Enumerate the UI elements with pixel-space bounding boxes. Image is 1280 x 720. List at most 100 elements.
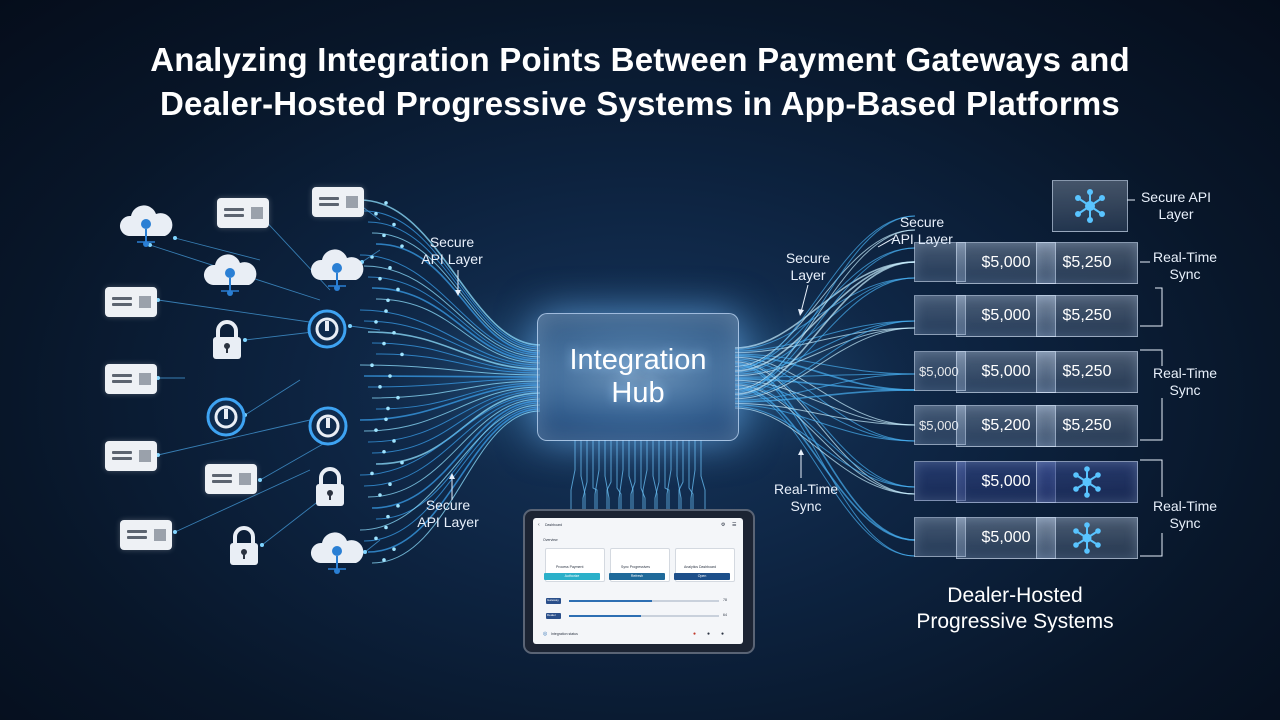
flow-line (734, 215, 916, 371)
card-title: Process Payment (556, 565, 584, 569)
secure-gateway-icon (308, 406, 348, 451)
flow-line (174, 469, 311, 533)
progress-value: 64 (723, 613, 727, 617)
flow-node-dot (392, 547, 396, 551)
menu-icon[interactable]: ☰ (732, 522, 737, 528)
progress-bar (569, 600, 719, 602)
network-node-icon (1073, 522, 1101, 554)
flow-line (375, 382, 541, 410)
padlock-icon (226, 524, 262, 573)
flow-line (734, 377, 916, 391)
progress-chip (546, 613, 561, 619)
sync-progressives-card[interactable]: Sync Progressives Refresh (609, 548, 670, 582)
authorize-button[interactable]: Authorize (544, 573, 600, 580)
connector-dot (173, 530, 177, 534)
flow-line (594, 440, 600, 509)
flow-line (700, 440, 706, 509)
credit-card-icon (217, 198, 269, 228)
flow-line (359, 394, 541, 476)
connector-dot (260, 543, 264, 547)
flow-node-dot (382, 233, 386, 238)
flow-node-dot (378, 276, 382, 281)
flow-line (359, 254, 541, 356)
flow-line (359, 404, 541, 531)
progressive-stub (914, 242, 966, 282)
process-payment-card[interactable]: Process Payment Authorize (544, 548, 605, 582)
progress-value: 78 (723, 598, 727, 602)
flow-line (606, 440, 612, 509)
progressive-node-box (1036, 517, 1138, 559)
progressive-value: $5,000 (956, 517, 1056, 559)
credit-card-icon (120, 520, 172, 550)
alert-icon[interactable]: ● (693, 631, 697, 637)
title-line-1: Analyzing Integration Points Between Pay… (150, 41, 1130, 78)
cloud-icon (117, 202, 175, 255)
open-button[interactable]: Open (674, 573, 730, 580)
progressive-row: $5,000 (914, 517, 1138, 559)
network-node-icon (1075, 189, 1105, 223)
notification-icon[interactable]: ● (707, 631, 711, 637)
flow-line (734, 215, 916, 394)
tablet-device: ‹ Dashboard ⚙ ☰ Overview Process Payment… (523, 509, 755, 654)
flow-line (259, 439, 331, 481)
flow-line (734, 320, 916, 398)
connector-dot (156, 376, 160, 380)
network-node-icon (1073, 466, 1101, 498)
flow-node-dot (386, 298, 390, 303)
secure-gateway-icon (206, 397, 246, 442)
progressive-value: $5,250 (1036, 295, 1138, 337)
flow-node-dot (384, 309, 388, 313)
flow-line (734, 277, 916, 351)
down-flow-lines (570, 440, 706, 509)
flow-node-dot (370, 471, 374, 476)
flow-line (244, 379, 301, 416)
flow-line (580, 440, 586, 509)
page-title: Analyzing Integration Points Between Pay… (0, 38, 1280, 126)
user-icon[interactable]: ◎ (543, 631, 548, 637)
back-arrow-icon[interactable]: ‹ (538, 522, 540, 528)
credit-card-icon (105, 364, 157, 394)
progress-chip (546, 598, 561, 604)
flow-line (363, 406, 541, 542)
hub-label-line-1: Integration (569, 344, 707, 376)
progressive-stub (914, 295, 966, 335)
flow-line (678, 440, 684, 509)
flow-line (734, 320, 916, 375)
flow-line (734, 373, 916, 401)
analytics-dashboard-card[interactable]: Analytics Dashboard Open (674, 548, 735, 582)
progressive-value: $5,000 (956, 351, 1056, 393)
flow-line (734, 277, 916, 374)
flow-line (174, 237, 261, 261)
flow-line (375, 402, 541, 520)
flow-line (371, 342, 541, 372)
flow-line (363, 210, 541, 348)
refresh-button[interactable]: Refresh (609, 573, 665, 580)
flow-line (734, 405, 916, 488)
progressive-stub (914, 517, 966, 557)
flow-line (654, 440, 660, 509)
flow-node-dot (378, 493, 382, 497)
flow-line (734, 356, 916, 426)
flow-line (371, 287, 541, 362)
flow-line (570, 440, 576, 509)
title-line-2: Dealer-Hosted Progressive Systems in App… (160, 85, 1120, 122)
flow-line (734, 229, 916, 367)
flow-line (734, 327, 916, 377)
progressive-value: $5,250 (1036, 351, 1138, 393)
flow-line (734, 261, 916, 372)
flow-line (371, 390, 541, 454)
profile-icon[interactable]: ● (721, 631, 725, 637)
cloud-icon (308, 529, 366, 582)
padlock-icon (209, 318, 245, 367)
flow-node-dot (384, 417, 388, 422)
flow-line (592, 440, 598, 509)
flow-line (734, 320, 916, 352)
credit-card-icon (105, 287, 157, 317)
flow-node-dot (400, 460, 404, 465)
flow-node-dot (382, 449, 386, 454)
flow-node-dot (388, 266, 392, 270)
settings-icon[interactable]: ⚙ (721, 522, 726, 528)
progressive-row: $5,000 $5,200 $5,250 (914, 405, 1138, 447)
